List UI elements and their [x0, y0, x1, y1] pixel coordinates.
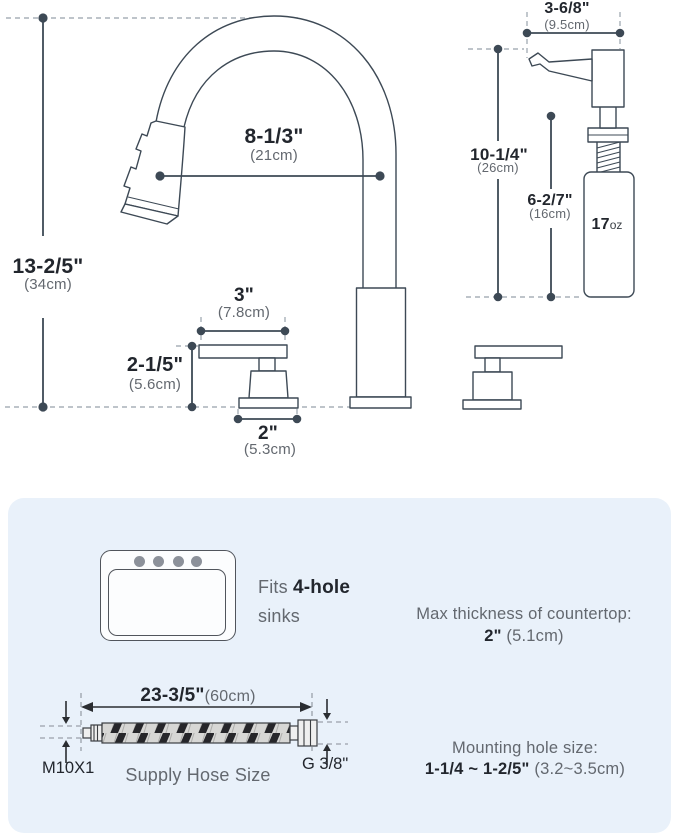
sink-hole-dot — [191, 556, 202, 567]
dispenser-pump-head — [591, 49, 625, 108]
bottle-capacity-label: 17oz — [591, 216, 623, 234]
faucet-spout-arc — [155, 15, 397, 290]
dimension-dots — [38, 13, 625, 424]
mounting-hole-title: Mounting hole size: — [452, 739, 598, 757]
dispenser-under-height-inches: 6-2/7" — [524, 192, 576, 210]
hose-left-fitting — [82, 727, 92, 739]
spout-reach-inches: 8-1/3" — [244, 125, 304, 148]
mounting-hole-value: 1-1/4 ~ 1-2/5" — [424, 760, 530, 778]
dispenser-stem — [599, 105, 617, 129]
spray-head — [123, 120, 186, 217]
faucet-technical-drawing — [5, 12, 635, 426]
hose-left-fitting-label: M10X1 — [42, 759, 95, 777]
countertop-metric: (5.1cm) — [501, 627, 564, 645]
dispenser-width-inches: 3-6/8" — [544, 0, 590, 17]
faucet-base-flange — [349, 396, 412, 409]
bottle-capacity-unit: oz — [609, 218, 623, 232]
sink-fit-prefix: Fits — [258, 577, 293, 597]
dispenser-width-metric: (9.5cm) — [544, 17, 590, 32]
dispenser-spout — [528, 52, 593, 82]
bottle-capacity-value: 17 — [591, 216, 610, 233]
mounting-hole-metric: (3.2~3.5cm) — [529, 760, 626, 778]
spec-panel: Fits 4-hole sinks Max thickness of count… — [8, 498, 671, 833]
hose-length-inches: 23-3/5" — [140, 685, 205, 706]
faucet-illustration — [120, 15, 412, 409]
left-handle-illustration — [198, 344, 299, 409]
sink-hole-dot — [153, 556, 164, 567]
hose-length-label: 23-3/5"(60cm) — [140, 686, 255, 706]
sink-illustration — [100, 550, 236, 641]
mounting-hole-value-line: 1-1/4 ~ 1-2/5" (3.2~3.5cm) — [424, 760, 626, 778]
countertop-value: 2" — [484, 627, 502, 645]
handle-height-metric: (5.6cm) — [128, 376, 182, 393]
hose-right-nut — [297, 719, 318, 747]
dispenser-height-metric: (26cm) — [474, 161, 522, 175]
handle-base-width-metric: (5.3cm) — [243, 441, 297, 458]
sink-basin — [108, 569, 226, 636]
hose-caption: Supply Hose Size — [125, 765, 271, 785]
supply-hose-illustration — [40, 693, 348, 765]
hose-length-metric: (60cm) — [204, 688, 256, 705]
dispenser-height-inches: 10-1/4" — [467, 146, 531, 164]
sink-fit-holes: 4-hole — [293, 577, 351, 598]
overall-height-metric: (34cm) — [24, 276, 72, 293]
right-handle-illustration — [462, 345, 563, 410]
hose-braided-body — [101, 722, 291, 744]
spray-head-nozzle — [120, 203, 179, 225]
countertop-title: Max thickness of countertop: — [416, 605, 632, 623]
handle-length-metric: (7.8cm) — [217, 304, 271, 321]
handle-length-inches: 3" — [234, 285, 254, 306]
sink-fit-line2: sinks — [258, 606, 301, 626]
dispenser-under-height-metric: (16cm) — [526, 207, 574, 221]
hose-right-fitting-label: G 3/8" — [302, 755, 349, 773]
handle-base-width-inches: 2" — [258, 423, 278, 444]
spray-head-seam — [127, 196, 180, 210]
sink-hole-dot — [134, 556, 145, 567]
soap-dispenser-illustration — [528, 49, 635, 298]
dimension-lines — [42, 18, 620, 420]
sink-fit-caption: Fits 4-hole sinks — [258, 573, 350, 630]
faucet-body — [355, 287, 407, 398]
sink-hole-dot — [173, 556, 184, 567]
handle-height-inches: 2-1/5" — [126, 354, 184, 376]
overall-height-inches: 13-2/5" — [12, 255, 84, 278]
dispenser-bottle — [583, 171, 635, 298]
spout-reach-metric: (21cm) — [250, 147, 298, 164]
countertop-value-line: 2" (5.1cm) — [484, 627, 564, 645]
